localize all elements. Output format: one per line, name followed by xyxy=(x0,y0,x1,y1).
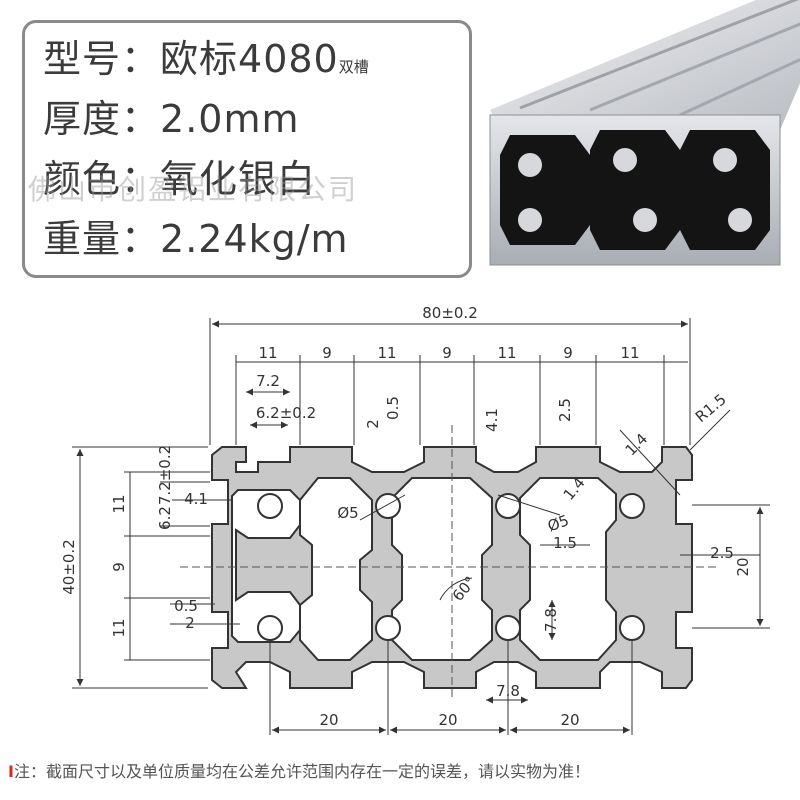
label-left-6-2: 6.2 xyxy=(156,506,174,530)
leader-line xyxy=(359,494,406,521)
label-d-4-1: 4.1 xyxy=(483,408,501,432)
label-d-2-5r: 2.5 xyxy=(710,544,734,562)
label-top-segment: 11 xyxy=(620,344,639,362)
core-hole xyxy=(619,493,645,519)
label-r-1-5: R1.5 xyxy=(692,390,730,426)
label-dia-5a: Ø5 xyxy=(337,504,358,522)
label-left-11a: 11 xyxy=(110,494,128,513)
label-top-segment: 11 xyxy=(377,344,396,362)
label-top-segment: 11 xyxy=(497,344,516,362)
core-hole xyxy=(619,615,645,641)
core-hole xyxy=(257,615,283,641)
profile-top-surface xyxy=(490,0,800,130)
label-overall-width: 80±0.2 xyxy=(422,304,478,322)
label-top-segment: 9 xyxy=(563,344,573,362)
label-bottom-20: 20 xyxy=(319,711,338,729)
label-bottom-20: 20 xyxy=(438,711,457,729)
label-d-1-4: 1.4 xyxy=(622,430,652,460)
spec-model: 型号：欧标4080双槽 xyxy=(43,37,369,89)
core-hole xyxy=(375,615,401,641)
label-top-segment: 9 xyxy=(442,344,452,362)
label-slot-6-2: 6.2±0.2 xyxy=(256,404,316,422)
spec-model-value: 欧标4080 xyxy=(160,37,339,81)
core-hole xyxy=(257,493,283,519)
spec-color: 颜色：氧化银白 xyxy=(43,157,316,201)
spec-color-label: 颜色： xyxy=(43,157,161,201)
core-hole xyxy=(495,615,521,641)
label-d-7-8-h: 7.8 xyxy=(496,682,520,700)
label-top-segment: 9 xyxy=(322,344,332,362)
label-left-9: 9 xyxy=(110,562,128,572)
spec-box: 型号：欧标4080双槽 厚度：2.0mm 颜色：氧化银白 重量：2.24kg/m xyxy=(22,20,472,278)
center-lines xyxy=(180,425,720,700)
profile-cavity-mid-left xyxy=(299,477,373,661)
core-hole xyxy=(495,493,521,519)
label-left-0-5: 0.5 xyxy=(174,597,198,615)
spec-thickness-label: 厚度： xyxy=(43,97,161,141)
cross-section-drawing: 80±0.2 11 9 11 9 11 9 11 7.2 6.2±0.2 2 0… xyxy=(60,304,770,735)
note-marker: I xyxy=(8,762,14,781)
label-slot-7-2: 7.2 xyxy=(256,372,280,390)
leader-line xyxy=(689,409,731,451)
label-overall-height: 40±0.2 xyxy=(60,539,78,595)
profile-core-hole xyxy=(633,208,657,232)
spec-thickness: 厚度：2.0mm xyxy=(43,97,299,141)
label-left-2: 2 xyxy=(185,614,195,632)
profile-cavity-right xyxy=(519,477,617,661)
spec-model-suffix: 双槽 xyxy=(338,58,369,76)
spec-weight-label: 重量： xyxy=(43,217,161,261)
label-bottom-20: 20 xyxy=(560,711,579,729)
spec-thickness-value: 2.0mm xyxy=(160,97,300,141)
label-d-1-5: 1.5 xyxy=(553,534,577,552)
spec-model-label: 型号： xyxy=(43,37,161,81)
angle-arc xyxy=(439,577,473,601)
label-d-2-5: 2.5 xyxy=(556,398,574,422)
label-d-7-8-v: 7.8 xyxy=(542,608,560,632)
spec-color-value: 氧化银白 xyxy=(160,157,317,201)
footer-note: I注：截面尺寸以及单位质量均在公差允许范围内存在一定的误差，请以实物为准！ xyxy=(8,758,590,782)
profile-cavity xyxy=(590,130,680,250)
leader-line xyxy=(619,429,681,496)
label-d-0-5: 0.5 xyxy=(384,396,402,420)
profile-cavity xyxy=(500,135,590,245)
profile-core-hole xyxy=(713,148,737,172)
profile-cavity-mid xyxy=(391,477,493,661)
profile-photo xyxy=(489,0,800,266)
profile-core-hole xyxy=(613,148,637,172)
label-left-4-1: 4.1 xyxy=(184,490,208,508)
profile-groove-line xyxy=(589,22,800,112)
note-text: 注：截面尺寸以及单位质量均在公差允许范围内存在一定的误差，请以实物为准！ xyxy=(13,762,590,781)
spec-weight-value: 2.24kg/m xyxy=(160,217,349,261)
profile-core-hole xyxy=(728,208,752,232)
profile-groove-line xyxy=(679,57,800,117)
label-top-segment: 11 xyxy=(258,344,277,362)
leader-line xyxy=(497,494,561,516)
profile-groove-line xyxy=(519,0,800,110)
label-d-2: 2 xyxy=(364,419,382,429)
core-hole xyxy=(375,493,401,519)
label-right-20: 20 xyxy=(734,557,752,576)
label-left-11b: 11 xyxy=(110,618,128,637)
profile-core-hole xyxy=(518,208,542,232)
profile-core-hole xyxy=(518,153,542,177)
dimension-lines xyxy=(72,318,770,735)
spec-weight: 重量：2.24kg/m xyxy=(43,217,349,261)
label-left-7-2: 7.2±0.2 xyxy=(156,445,174,505)
